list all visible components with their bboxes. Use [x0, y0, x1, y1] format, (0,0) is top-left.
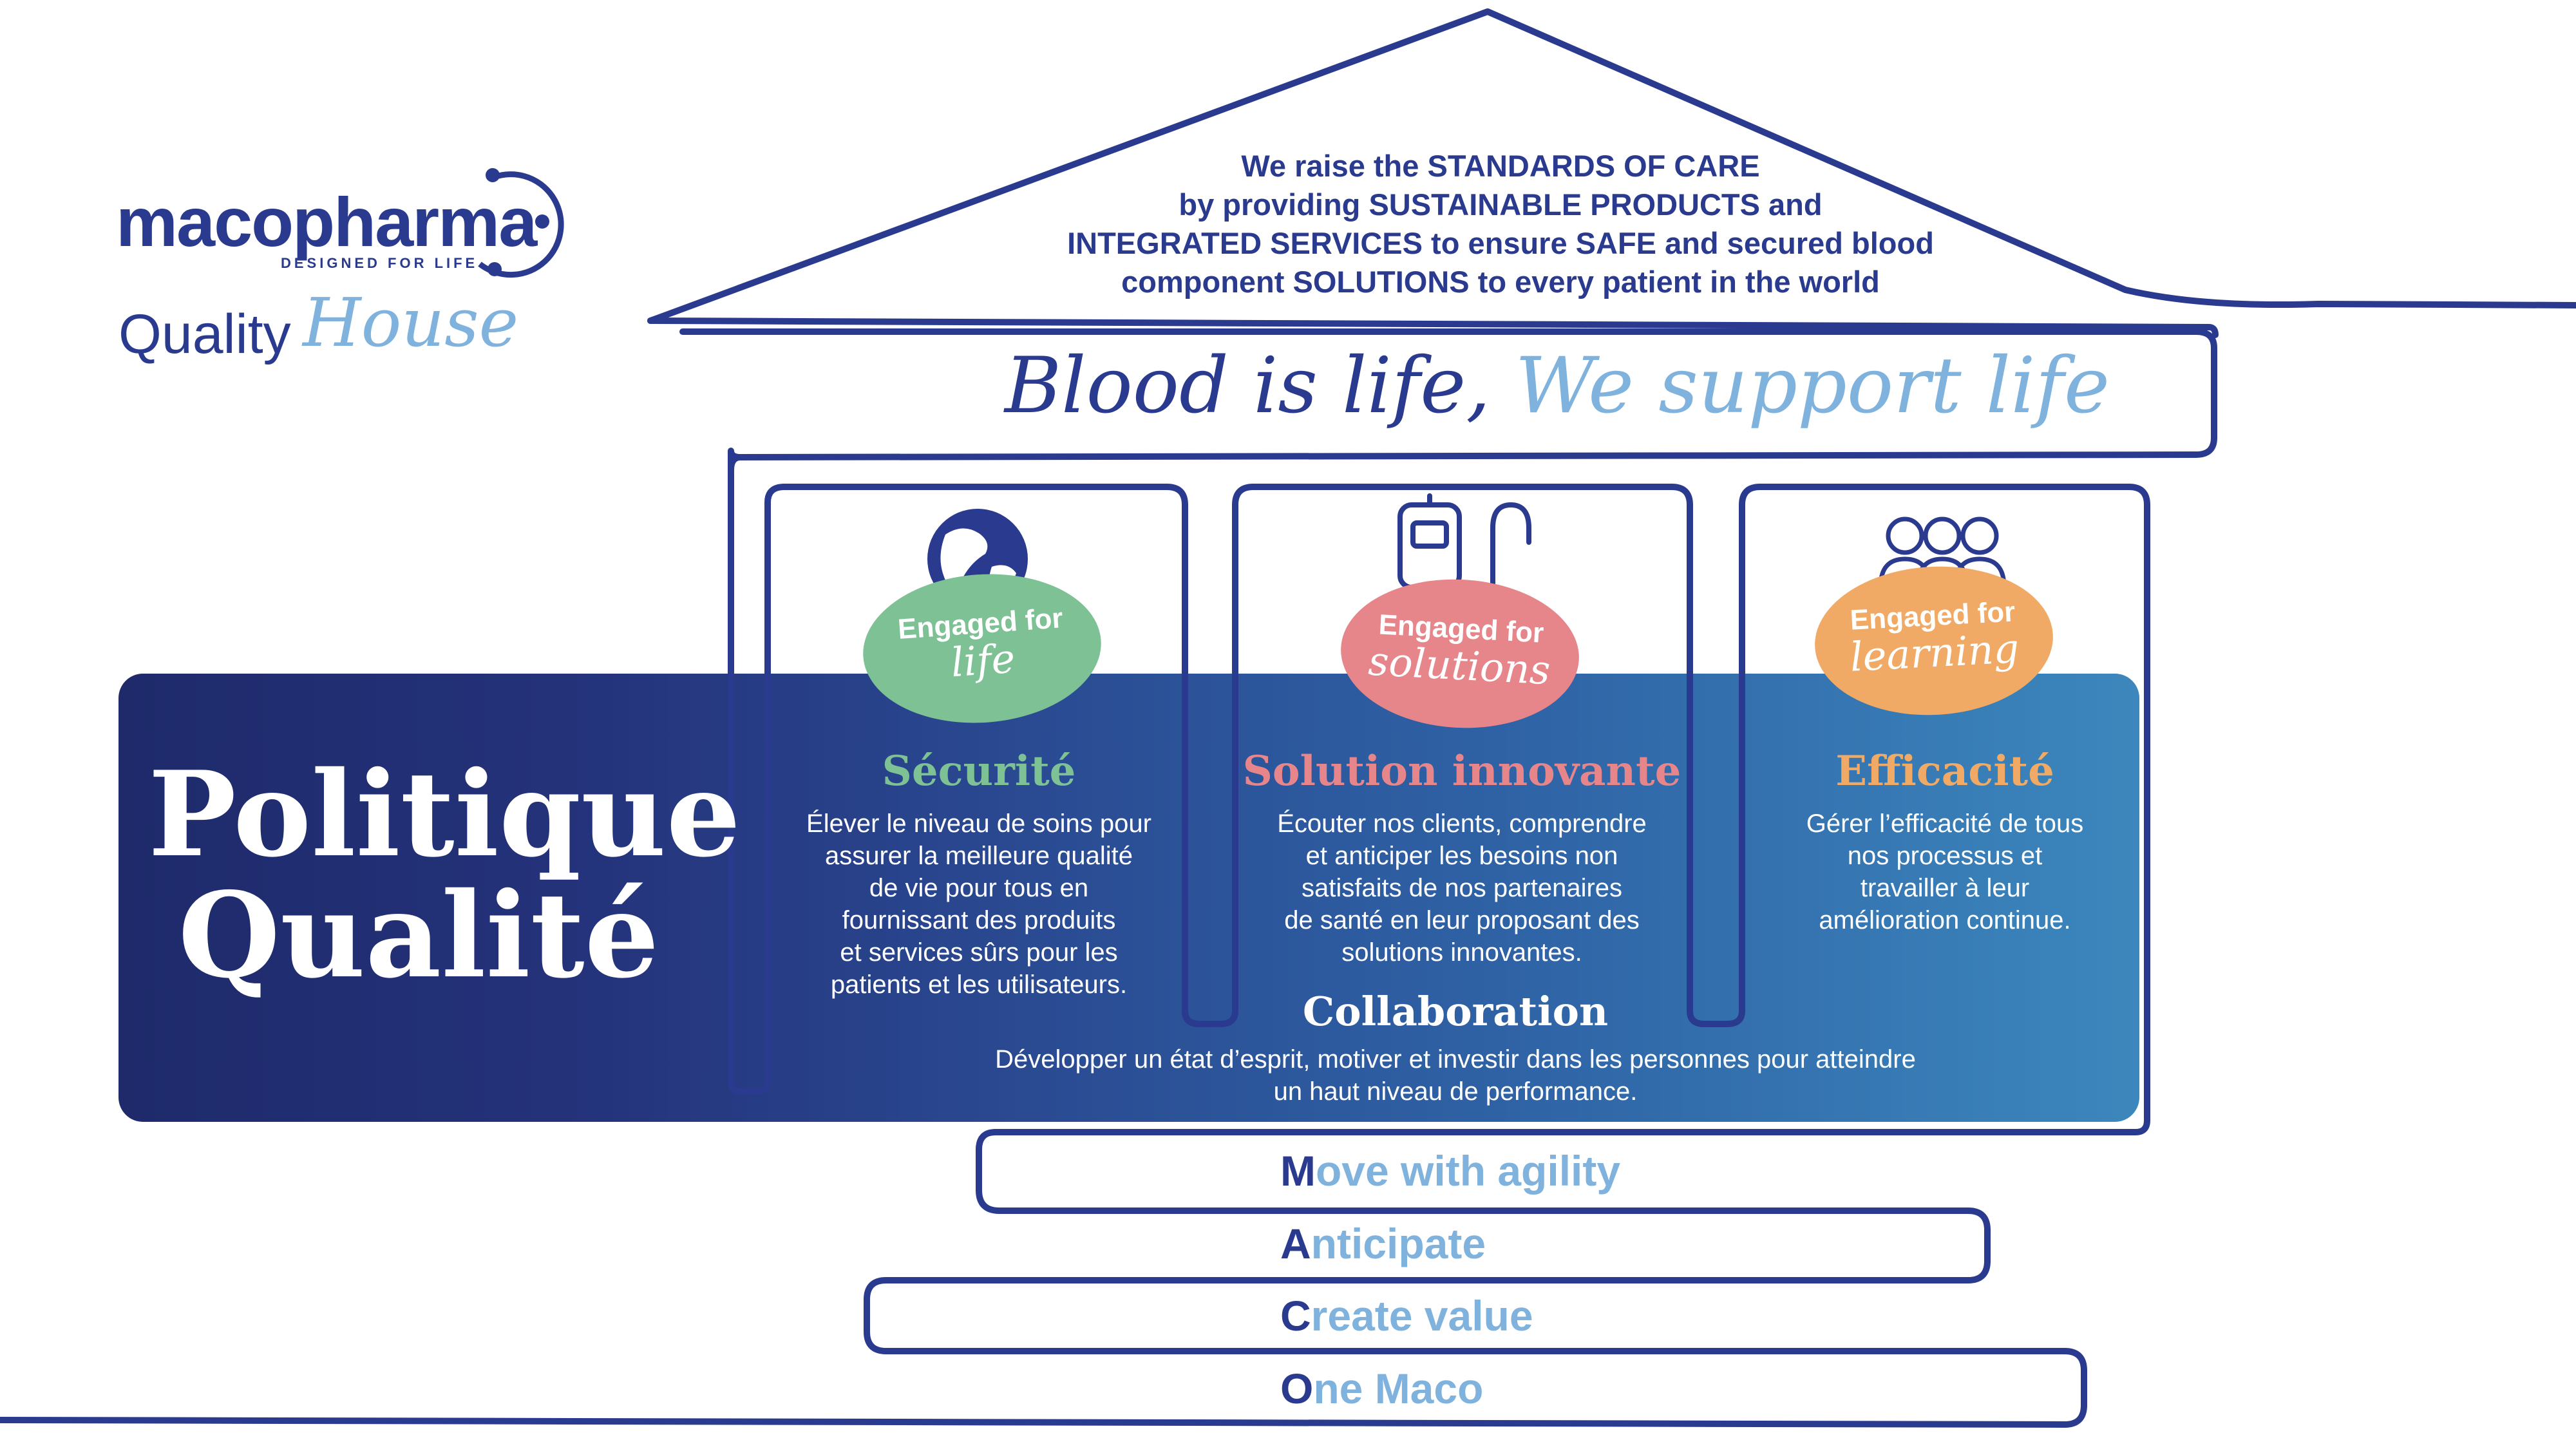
- pillar-title-securite: Sécurité: [882, 747, 1076, 795]
- roof-statement: We raise the STANDARDS OF CARE by provid…: [914, 147, 2087, 301]
- beam-outline: [0, 454, 2150, 1428]
- roof-line: INTEGRATED SERVICES to ensure SAFE and s…: [1067, 226, 1934, 260]
- engaged-word: solutions: [1367, 637, 1552, 694]
- step-rest: nticipate: [1311, 1220, 1486, 1267]
- step-move-with-agility: Move with agility: [1280, 1146, 1620, 1195]
- step-initial: A: [1280, 1220, 1311, 1267]
- step-create-value: Create value: [1280, 1291, 1533, 1340]
- step-one-maco: One Maco: [1280, 1364, 1483, 1413]
- politique-line1: Politique: [148, 745, 741, 883]
- house-label: House: [303, 283, 519, 362]
- pillar-line: fournissant des produits: [842, 906, 1116, 934]
- step-rest: ne Maco: [1313, 1365, 1484, 1412]
- step-initial: M: [1280, 1147, 1316, 1195]
- pillar-line: amélioration continue.: [1819, 906, 2071, 934]
- pillar-line: patients et les utilisateurs.: [830, 971, 1128, 999]
- pillar-line: Gérer l’efficacité de tous: [1806, 810, 2084, 838]
- logo-wordmark: macopharma: [116, 183, 537, 261]
- collaboration-line: un haut niveau de performance.: [1273, 1077, 1638, 1106]
- roof-base: [647, 317, 2219, 338]
- roof-line: component SOLUTIONS to every patient in …: [1121, 265, 1880, 299]
- politique-band: [118, 674, 2139, 1122]
- politique-line2: Qualité: [178, 866, 659, 1004]
- pillar-line: de vie pour tous en: [869, 874, 1089, 902]
- pillar-line: nos processus et: [1847, 842, 2043, 870]
- pillar-text-efficacite: Gérer l’efficacité de tous nos processus…: [1758, 808, 2132, 936]
- motto-part1: Blood is life,: [1005, 341, 1491, 431]
- pillar-line: travailler à leur: [1860, 874, 2030, 902]
- collaboration-line: Développer un état d’esprit, motiver et …: [995, 1045, 1916, 1074]
- engaged-word: learning: [1848, 625, 2020, 681]
- pillar-title-solution: Solution innovante: [1242, 747, 1681, 795]
- pillar-line: de santé en leur proposant des: [1284, 906, 1640, 934]
- step-rest: reate value: [1311, 1292, 1533, 1340]
- logo-tagline: DESIGNED FOR LIFE: [281, 255, 478, 271]
- pillar-title-efficacite: Efficacité: [1835, 747, 2054, 795]
- step-initial: O: [1280, 1365, 1314, 1412]
- pillar-text-solution: Écouter nos clients, comprendre et antic…: [1236, 808, 1687, 969]
- pillar-line: et services sûrs pour les: [840, 938, 1118, 967]
- collaboration-text: Développer un état d’esprit, motiver et …: [940, 1043, 1971, 1108]
- logo-dots-icon: [486, 168, 549, 276]
- motto-beam: [679, 328, 2217, 475]
- pillar-line: solutions innovantes.: [1341, 938, 1582, 967]
- politique-qualite-title: Politique Qualité: [148, 745, 741, 1004]
- pillar-text-securite: Élever le niveau de soins pour assurer l…: [786, 808, 1172, 1001]
- roof-outline: [647, 8, 2576, 324]
- step-initial: C: [1280, 1292, 1311, 1340]
- roof-line: by providing SUSTAINABLE PRODUCTS and: [1179, 187, 1823, 222]
- pillar-line: satisfaits de nos partenaires: [1301, 874, 1623, 902]
- collaboration-title: Collaboration: [1302, 988, 1609, 1035]
- pillar-line: et anticiper les besoins non: [1305, 842, 1618, 870]
- step-anticipate: Anticipate: [1280, 1219, 1486, 1268]
- motto-part2: We support life: [1515, 341, 2110, 431]
- motto: Blood is life, We support life: [1005, 341, 2110, 431]
- quality-label: Quality: [118, 303, 291, 365]
- roof-line: We raise the STANDARDS OF CARE: [1241, 149, 1760, 183]
- pillar-line: Écouter nos clients, comprendre: [1277, 810, 1647, 838]
- pillar-line: Élever le niveau de soins pour: [806, 810, 1151, 838]
- pillar-line: assurer la meilleure qualité: [824, 842, 1133, 870]
- logo-ring-icon: [478, 171, 564, 278]
- step-rest: ove with agility: [1315, 1147, 1621, 1195]
